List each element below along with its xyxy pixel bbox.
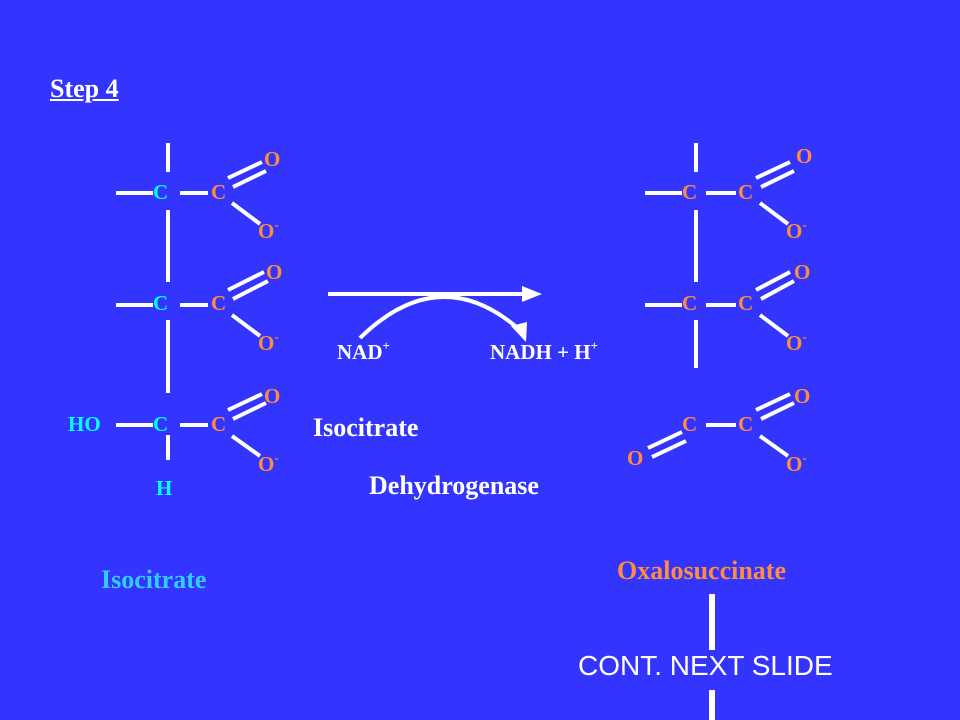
carbon-atom: C	[153, 180, 169, 204]
bond-line	[232, 169, 267, 189]
bond-line	[760, 279, 795, 301]
carbon-atom: C	[211, 291, 227, 315]
continue-label: CONT. NEXT SLIDE	[578, 650, 833, 681]
carbon-atom: C	[682, 412, 698, 436]
oxygen-atom: O	[264, 147, 281, 171]
bond-line	[760, 401, 795, 421]
oxide-atom: O-	[786, 329, 807, 355]
oxide-atom: O-	[258, 329, 279, 355]
bond-line	[227, 270, 265, 292]
bond-line	[232, 279, 269, 301]
oxide-atom: O-	[786, 217, 807, 243]
bond-line	[758, 201, 790, 226]
cofactor-nad: NAD+	[337, 338, 390, 364]
carbon-atom: C	[153, 291, 169, 315]
oxygen-atom: O	[796, 144, 813, 168]
carbon-atom: C	[211, 180, 227, 204]
carbon-atom: C	[682, 180, 698, 204]
curved-arrow-icon	[358, 294, 527, 342]
bond-line	[232, 401, 267, 421]
bond-line	[230, 201, 262, 226]
bond-line	[647, 430, 683, 450]
bond-line	[758, 313, 790, 338]
substrate-name: Isocitrate	[101, 565, 207, 594]
bond-line	[755, 160, 791, 180]
hydrogen-atom: H	[156, 476, 173, 500]
carbon-atom: C	[738, 412, 754, 436]
oxide-atom: O-	[258, 450, 279, 476]
bond-line	[651, 439, 687, 459]
right-arrow-icon	[328, 286, 542, 302]
oxygen-atom: O	[266, 260, 283, 284]
carbon-atom: C	[682, 291, 698, 315]
oxygen-atom: O	[264, 384, 281, 408]
product-name: Oxalosuccinate	[617, 556, 786, 585]
bond-line	[230, 313, 262, 338]
oxide-atom: O-	[258, 217, 279, 243]
bond-line	[758, 434, 790, 458]
bond-line	[230, 434, 262, 458]
oxygen-atom: O	[794, 260, 811, 284]
enzyme-name-line2: Dehydrogenase	[369, 471, 539, 500]
bond-line	[760, 169, 795, 189]
enzyme-name-line1: Isocitrate	[313, 413, 419, 442]
bond-line	[227, 392, 263, 412]
substrate-bonds	[116, 143, 269, 460]
cofactor-nadh: NADH + H+	[490, 338, 599, 364]
bond-line	[755, 392, 791, 412]
slide-title: Step 4	[50, 74, 119, 103]
carbon-atom: C	[738, 291, 754, 315]
carbon-atom: C	[211, 412, 227, 436]
product-bonds	[645, 143, 795, 459]
bond-line	[755, 270, 791, 292]
bond-line	[227, 160, 263, 180]
carbon-atom: C	[738, 180, 754, 204]
oxide-atom: O-	[786, 450, 807, 476]
ketone-oxygen-atom: O	[627, 446, 644, 470]
hydroxyl-group: HO	[68, 412, 101, 436]
oxygen-atom: O	[794, 384, 811, 408]
carbon-atom: C	[153, 412, 169, 436]
